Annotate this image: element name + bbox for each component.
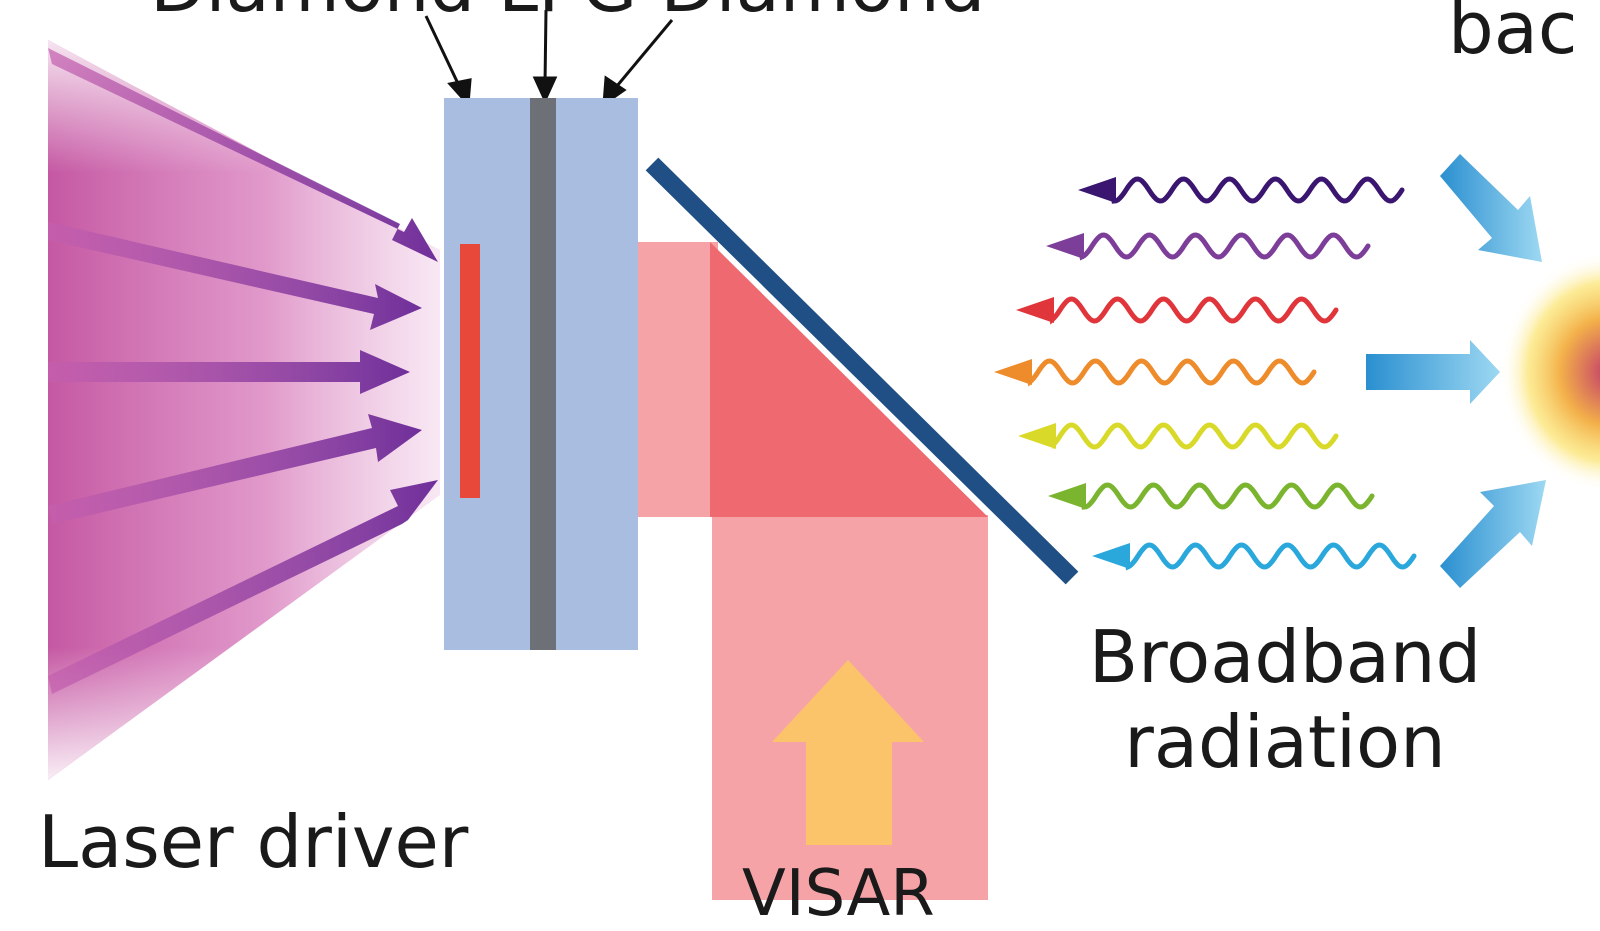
- laser-arrow-3: [48, 350, 410, 394]
- radiation-arrowhead: [1016, 297, 1054, 323]
- laser-glow: [48, 40, 440, 780]
- laser-arrow-2: [48, 222, 422, 330]
- diagram-canvas: [48, 9, 1600, 900]
- visar-label: VISAR: [742, 857, 935, 931]
- center-layer: [530, 98, 556, 650]
- radiation-wave: [1025, 358, 1317, 387]
- broadband-radiation-label: Broadband radiation: [1088, 615, 1482, 784]
- backlighter-arrows: [1366, 154, 1546, 588]
- laser-arrow-4: [48, 414, 422, 524]
- heated-layer: [460, 244, 480, 498]
- mirror: [645, 157, 1079, 585]
- backlight-arrow-middle: [1366, 340, 1500, 404]
- radiation-arrowhead: [994, 359, 1032, 385]
- radiation-wave: [1077, 232, 1371, 261]
- target-assembly: [444, 98, 638, 650]
- laser-arrows: [48, 48, 438, 694]
- radiation-arrowhead: [1078, 177, 1116, 203]
- broadband-waves: [994, 176, 1417, 571]
- radiation-arrowhead: [1018, 423, 1056, 449]
- radiation-arrowhead: [1092, 543, 1130, 569]
- backlighter-source: [1500, 252, 1600, 492]
- laser-arrow-5: [48, 480, 438, 694]
- diamond-front-layer: [444, 98, 532, 650]
- radiation-wave: [1109, 176, 1405, 204]
- radiation-wave: [1123, 542, 1417, 571]
- radiation-wave: [1049, 422, 1339, 450]
- radiation-arrowhead: [1048, 483, 1086, 509]
- laser-driver-label: Laser driver: [38, 800, 469, 884]
- visar-arrow: [772, 660, 924, 845]
- radiation-wave: [1047, 296, 1339, 325]
- backlighter-label: bac: [1448, 0, 1578, 70]
- visar-beam: [638, 242, 988, 900]
- backlight-arrow-lower: [1440, 480, 1546, 588]
- laser-arrow-1: [48, 48, 438, 262]
- radiation-wave: [1079, 482, 1375, 510]
- target-layers-label: Diamond LPG Diamond: [150, 0, 985, 22]
- diamond-back-layer: [556, 98, 638, 650]
- backlight-arrow-upper: [1440, 154, 1542, 262]
- radiation-arrowhead: [1046, 233, 1084, 259]
